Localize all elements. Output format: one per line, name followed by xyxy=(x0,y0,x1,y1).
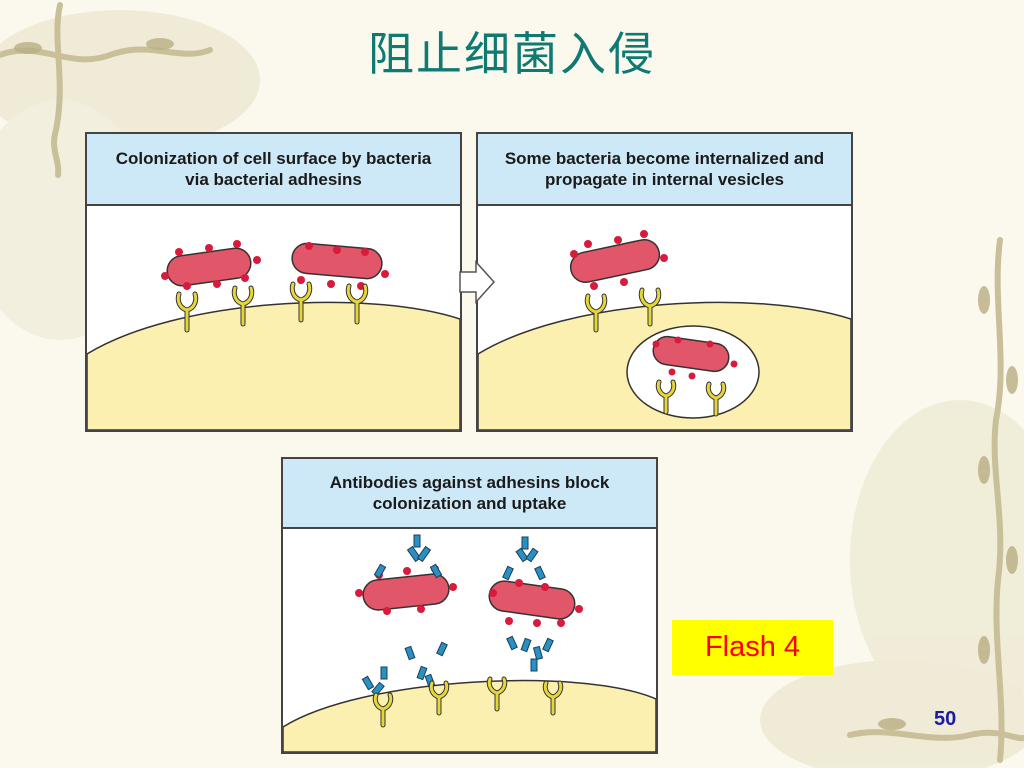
page-number: 50 xyxy=(934,708,957,730)
bacterium xyxy=(488,579,583,627)
slide-title: 阻止细菌入侵 xyxy=(368,27,656,81)
panel-header-antibody-block: Antibodies against adhesins block coloni… xyxy=(283,459,656,529)
bacterium xyxy=(291,242,389,290)
bacterium xyxy=(161,240,261,290)
panel-header-internalization: Some bacteria become internalized and pr… xyxy=(478,134,851,206)
internalization-illustration xyxy=(478,230,851,430)
flash-label[interactable]: Flash 4 xyxy=(672,620,833,675)
panel-header-colonization: Colonization of cell surface by bacteria… xyxy=(87,134,460,206)
vesicle xyxy=(626,325,760,419)
arrow-right-icon xyxy=(459,260,496,304)
bacterium xyxy=(355,565,457,615)
antibody-group xyxy=(361,534,554,697)
antibody-block-illustration xyxy=(283,534,656,752)
colonization-illustration xyxy=(87,240,460,430)
panel-antibody-block: Antibodies against adhesins block coloni… xyxy=(281,457,658,754)
panel-colonization: Colonization of cell surface by bacteria… xyxy=(85,132,462,432)
panel-internalization: Some bacteria become internalized and pr… xyxy=(476,132,853,432)
bacterium xyxy=(569,230,668,290)
